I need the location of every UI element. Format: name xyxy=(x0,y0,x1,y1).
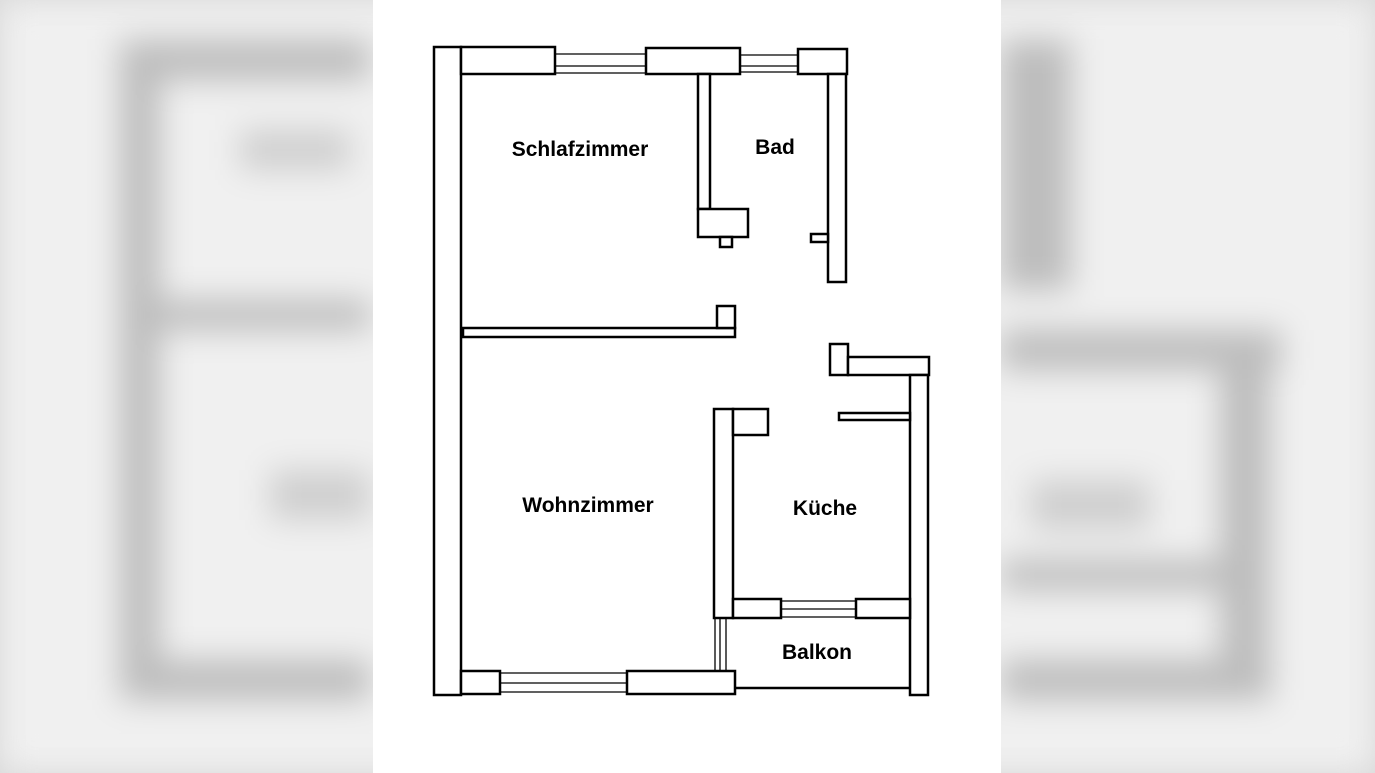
bottom-wall-segment-1 xyxy=(459,669,502,696)
bath-partition-wall xyxy=(696,72,712,211)
room-label-balcony: Balkon xyxy=(782,641,852,664)
kitchen-corner-block xyxy=(828,342,850,377)
top-wall-segment-2 xyxy=(644,46,742,76)
bedroom-living-wall-end xyxy=(715,304,737,330)
top-wall-segment-1 xyxy=(459,45,557,76)
room-label-bathroom: Bad xyxy=(755,136,795,159)
window-kitchen xyxy=(781,600,856,618)
bedroom-living-wall xyxy=(461,326,737,339)
room-label-bedroom: Schlafzimmer xyxy=(512,138,649,161)
window-bathroom xyxy=(740,54,798,73)
kitchen-left-wall-top xyxy=(731,407,770,437)
kitchen-right-wall xyxy=(908,373,930,697)
outer-wall-left xyxy=(432,45,463,697)
kitchen-top-wall xyxy=(846,355,931,377)
room-label-living-room: Wohnzimmer xyxy=(522,494,653,517)
floor-plan-panel xyxy=(373,0,1001,773)
window-bedroom xyxy=(555,53,646,74)
kitchen-bottom-wall-2 xyxy=(854,597,912,620)
kitchen-left-wall xyxy=(712,407,735,620)
window-living-room xyxy=(500,672,627,693)
bathroom-right-wall xyxy=(826,72,848,284)
bath-partition-end xyxy=(696,207,750,239)
kitchen-bottom-wall-1 xyxy=(731,597,783,620)
bottom-wall-segment-2 xyxy=(625,669,737,696)
kitchen-door-stub xyxy=(837,411,912,422)
bath-partition-stub xyxy=(718,235,734,249)
balcony-door xyxy=(714,618,727,671)
bathroom-door-stub xyxy=(809,232,830,244)
top-wall-segment-3 xyxy=(796,47,849,76)
room-label-kitchen: Küche xyxy=(793,497,857,520)
